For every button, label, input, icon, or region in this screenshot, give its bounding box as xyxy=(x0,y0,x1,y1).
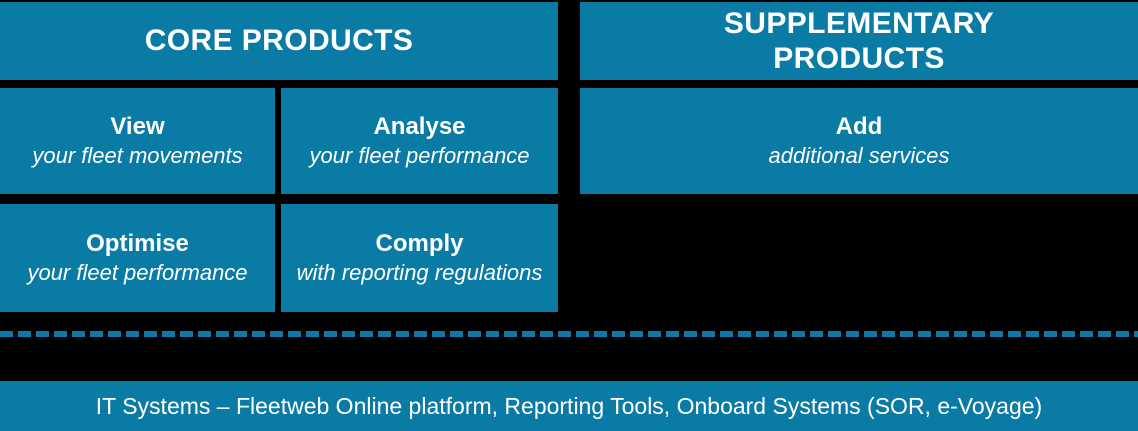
dashed-divider xyxy=(0,331,1138,337)
product-cell-add[interactable]: Add additional services xyxy=(580,88,1138,194)
column-header-core-products: CORE PRODUCTS xyxy=(0,2,558,80)
product-cell-add-subtitle: additional services xyxy=(768,142,950,168)
product-cell-optimise[interactable]: Optimise your fleet performance xyxy=(0,204,275,312)
it-systems-footer-bar: IT Systems – Fleetweb Online platform, R… xyxy=(0,381,1138,431)
product-cell-comply-title: Comply xyxy=(375,230,464,258)
column-header-supplementary-products-line-2: PRODUCTS xyxy=(773,42,945,75)
product-cell-add-title: Add xyxy=(835,113,883,141)
product-cell-view-title: View xyxy=(110,113,165,141)
product-cell-view-subtitle: your fleet movements xyxy=(32,142,243,168)
column-header-core-products-line-1: CORE PRODUCTS xyxy=(144,24,414,58)
product-cell-optimise-title: Optimise xyxy=(86,230,189,258)
product-cell-optimise-subtitle: your fleet performance xyxy=(27,259,248,285)
product-cell-comply[interactable]: Comply with reporting regulations xyxy=(281,204,558,312)
product-cell-analyse[interactable]: Analyse your fleet performance xyxy=(281,88,558,194)
product-cell-view[interactable]: View your fleet movements xyxy=(0,88,275,194)
product-cell-analyse-subtitle: your fleet performance xyxy=(309,142,530,168)
product-cell-analyse-title: Analyse xyxy=(373,113,466,141)
column-header-supplementary-products: SUPPLEMENTARY PRODUCTS xyxy=(580,2,1138,80)
it-systems-footer-label: IT Systems – Fleetweb Online platform, R… xyxy=(95,392,1043,419)
product-cell-comply-subtitle: with reporting regulations xyxy=(296,259,543,285)
column-header-supplementary-products-line-1: SUPPLEMENTARY xyxy=(723,6,995,40)
